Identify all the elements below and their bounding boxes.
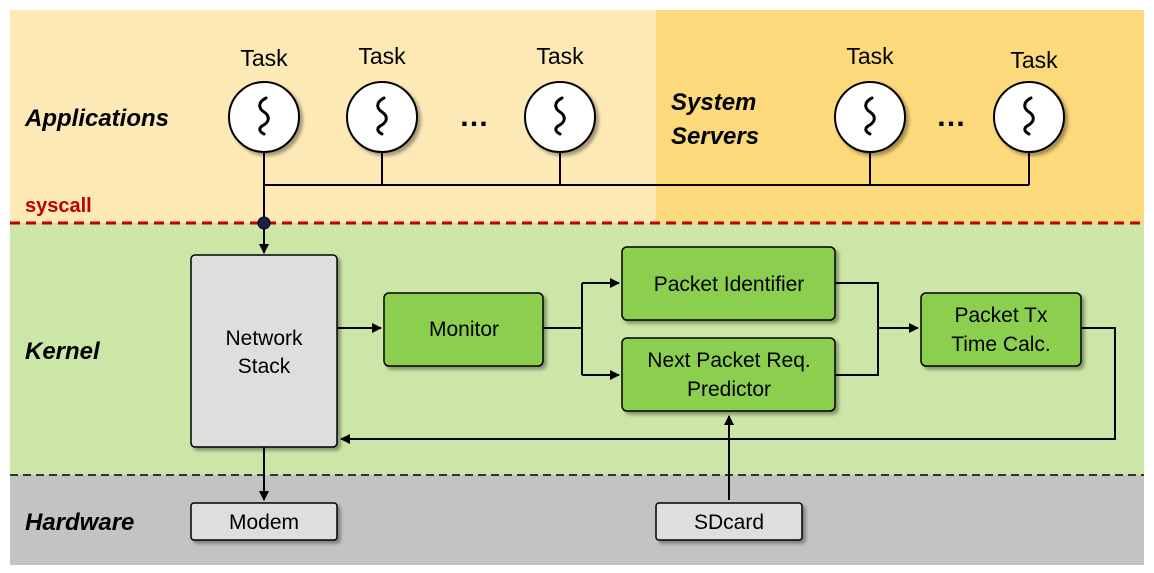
syscall-junction [257,216,271,230]
monitor-box: Monitor [383,292,544,367]
tx-time-calc-label-line1: Packet Tx [955,304,1048,327]
modem-box: Modem [190,502,338,541]
task-ellipsis-apps: … [459,100,489,133]
sdcard-label: SDcard [694,511,764,534]
task-label: Task [240,45,288,71]
task-label: Task [846,43,894,69]
task-label: Task [1010,47,1058,73]
tx-time-calc-box: Packet Tx Time Calc. [920,292,1082,367]
thread-icon [258,96,270,136]
network-stack-label-line1: Network [225,327,303,350]
kernel-connectors [259,278,1116,501]
network-stack-label-line2: Stack [238,355,291,378]
task-5: Task [993,47,1065,153]
modem-label: Modem [229,511,299,534]
task-2: Task [346,43,418,153]
kernel-label: Kernel [25,338,101,365]
task-ellipsis-servers: … [936,100,966,133]
predictor-label-line1: Next Packet Req. [647,349,810,372]
task-1: Task [228,45,300,153]
hardware-label: Hardware [25,509,134,536]
hardware-layer [10,475,1144,565]
task-label: Task [358,43,406,69]
thread-icon [554,96,566,136]
monitor-label: Monitor [429,318,499,341]
packet-identifier-label: Packet Identifier [654,273,805,296]
task-bus [263,152,1030,246]
system-servers-label-line2: Servers [671,123,759,150]
packet-identifier-box: Packet Identifier [621,246,836,321]
tx-time-calc-label-line2: Time Calc. [951,333,1051,356]
thread-icon [1023,96,1035,136]
task-3: Task [524,43,596,153]
task-4: Task [834,43,906,153]
syscall-label: syscall [25,195,92,217]
network-stack-box: Network Stack [190,254,338,448]
sdcard-box: SDcard [655,502,803,541]
thread-icon [864,96,876,136]
system-servers-label-line1: System [671,89,756,116]
predictor-label-line2: Predictor [687,378,771,401]
task-label: Task [536,43,584,69]
applications-label: Applications [24,105,169,132]
thread-icon [376,96,388,136]
predictor-box: Next Packet Req. Predictor [621,337,836,412]
